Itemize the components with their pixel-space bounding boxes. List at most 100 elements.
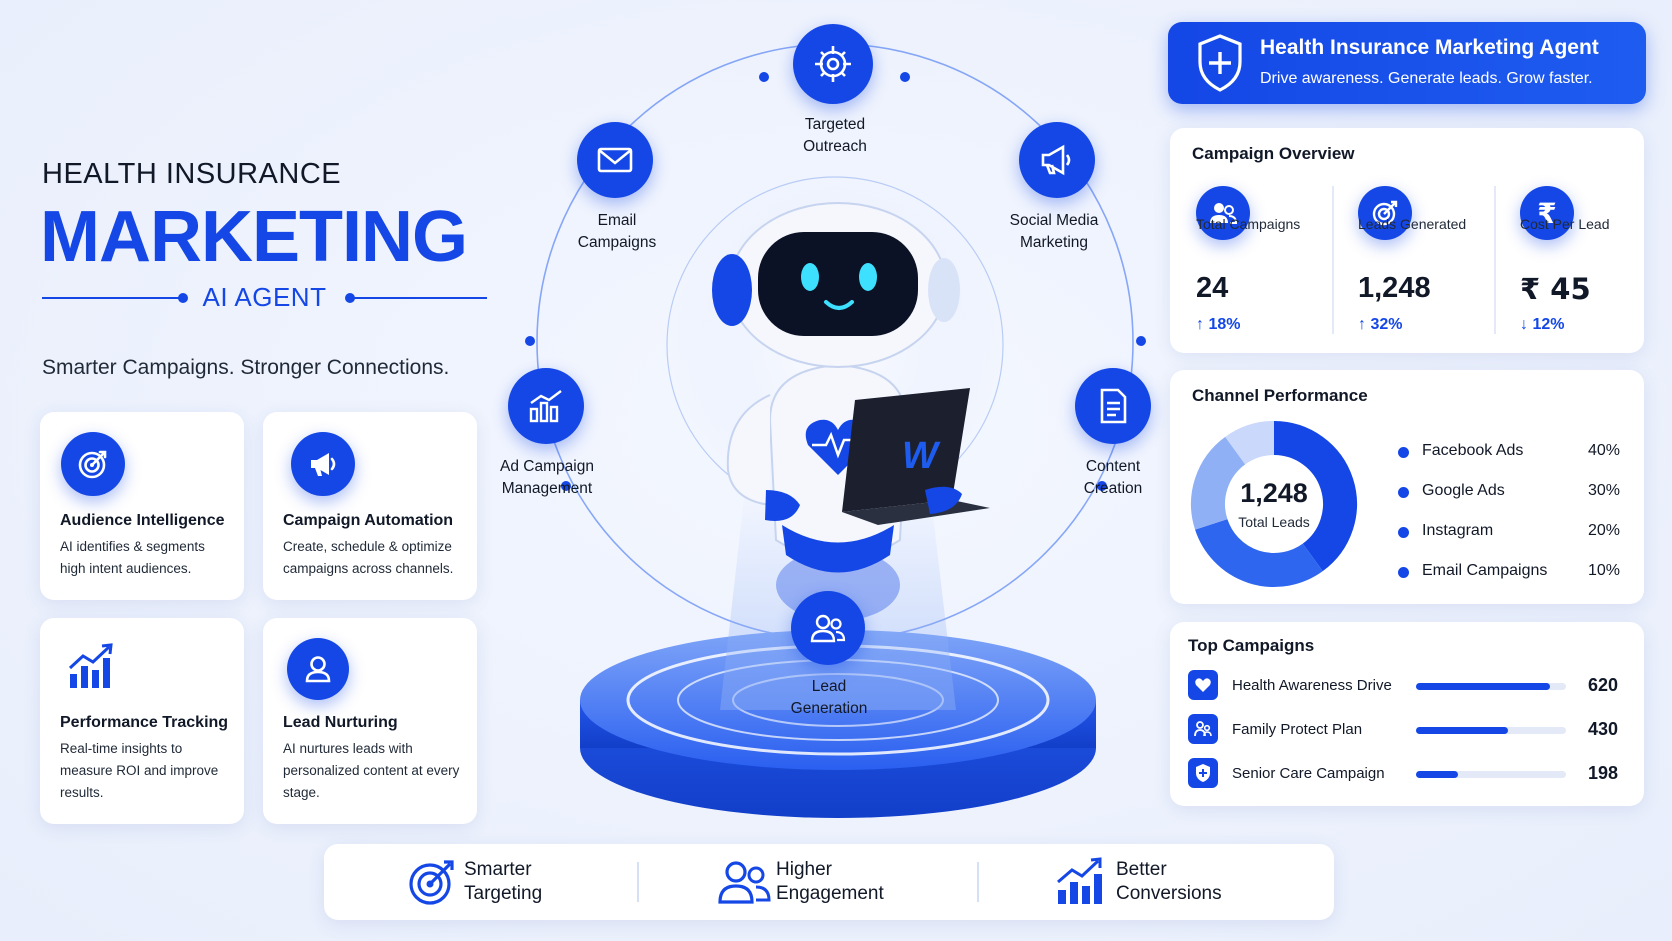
channel-donut-chart [1191,421,1357,587]
legend-dot [1398,487,1409,498]
laptop-logo: W [902,435,941,477]
divider-dot-left [178,293,188,303]
section-title: Campaign Overview [1192,144,1355,163]
orbit-label-ad-campaign: Ad Campaign Management [472,456,622,500]
donut-slice-google-ads [1195,518,1323,587]
banner-title: Health Insurance Marketing Agent [1260,36,1599,59]
benefit-text: Smarter Targeting [464,858,542,906]
legend-row-instagram: Instagram 20% [1398,520,1620,544]
donut-slice-email-campaigns [1225,421,1275,465]
benefit-text: Higher Engagement [776,858,884,906]
growth-chart-icon [1054,856,1106,913]
users-icon[interactable] [791,591,865,665]
campaign-row[interactable]: Health Awareness Drive 620 [1188,670,1618,702]
benefit-line: Conversions [1116,883,1222,904]
legend-value: 40% [1587,442,1620,459]
campaign-bar-fill [1416,683,1550,690]
orbit-label-line: Creation [1083,480,1143,497]
benefit-line: Smarter [464,859,532,880]
legend-value: 10% [1587,562,1620,579]
crosshair-icon[interactable] [793,24,873,104]
heart-icon [1188,670,1218,700]
feature-card-campaign-automation: Campaign Automation Create, schedule & o… [263,412,477,600]
feature-card-lead-nurturing: Lead Nurturing AI nurtures leads with pe… [263,618,477,824]
campaign-name: Family Protect Plan [1232,721,1363,738]
orbit-label-line: Targeted [804,116,866,133]
feature-card-performance-tracking: Performance Tracking Real-time insights … [40,618,244,824]
donut-slice-facebook-ads [1273,421,1357,572]
target-icon [1358,186,1412,240]
channel-performance-card: Channel Performance 1,248 Total Leads Fa… [1170,370,1644,604]
stat-divider [1494,186,1496,334]
top-campaigns-card: Top Campaigns Health Awareness Drive 620… [1170,622,1644,806]
headline-top: HEALTH INSURANCE [42,158,342,190]
headline-sub: AI AGENT [202,282,327,312]
benefit-divider [977,862,979,902]
orbit-label-content-creation: Content Creation [1038,456,1188,500]
megaphone-icon[interactable] [1019,122,1095,198]
legend-dot [1398,567,1409,578]
legend-value: 30% [1587,482,1620,499]
campaign-row[interactable]: Senior Care Campaign 198 [1188,758,1618,790]
legend-name: Instagram [1422,522,1494,539]
tagline: Smarter Campaigns. Stronger Connections. [42,356,450,379]
feature-desc: Create, schedule & optimize campaigns ac… [283,539,454,576]
benefit-better-conversions: Better Conversions [992,844,1322,920]
campaign-bar-track [1416,683,1566,690]
campaign-bar-track [1416,771,1566,778]
campaign-name: Senior Care Campaign [1232,765,1385,782]
benefit-line: Better [1116,859,1167,880]
orbit-label-line: Management [501,480,593,497]
divider-dot-right [345,293,355,303]
target-arrow-icon [406,856,458,913]
orbit-graphic: W [525,43,1146,818]
feature-title: Performance Tracking [60,714,229,731]
agent-banner: Health Insurance Marketing Agent Drive a… [1168,22,1646,104]
megaphone-icon [291,432,355,496]
campaign-value: 430 [1587,719,1618,739]
feature-title: Audience Intelligence [60,512,225,529]
legend-dot [1398,447,1409,458]
feature-title: Campaign Automation [283,512,454,529]
rupee-icon: ₹ [1520,186,1574,240]
orbit-label-line: Outreach [803,138,867,155]
user-icon [287,638,349,700]
feature-card-audience-intelligence: Audience Intelligence AI identifies & se… [40,412,244,600]
campaign-bar-fill [1416,771,1458,778]
legend-dot [1398,527,1409,538]
legend-name: Google Ads [1422,482,1505,499]
section-title: Channel Performance [1192,386,1368,405]
mail-icon[interactable] [577,122,653,198]
users-icon [1196,186,1250,240]
campaign-row[interactable]: Family Protect Plan 430 [1188,714,1618,746]
stat-value: 24 [1196,272,1229,304]
document-icon[interactable] [1075,368,1151,444]
legend-value: 20% [1587,522,1620,539]
orbit-label-line: Generation [790,700,868,717]
feature-desc: AI nurtures leads with personalized cont… [283,741,460,800]
donut-slice-instagram [1191,436,1246,530]
headline-main: MARKETING [40,197,468,277]
orbit-label-lead-generation: Lead Generation [754,676,904,720]
benefit-text: Better Conversions [1116,858,1222,906]
headline-sub-row: AI AGENT [42,282,487,312]
donut-center-label: Total Leads [1238,514,1310,530]
stat-change: ↓ 12% [1520,316,1565,333]
benefits-strip: Smarter Targeting Higher Engagement Bett… [324,844,1334,920]
stat-label: Total Campaigns [1196,216,1301,232]
stat-change: ↑ 18% [1196,316,1241,333]
benefit-divider [637,862,639,902]
target-icon [61,432,125,496]
stat-change: ↑ 32% [1358,316,1403,333]
benefit-line: Engagement [776,883,884,904]
benefit-line: Targeting [464,883,543,904]
benefit-smarter-targeting: Smarter Targeting [324,844,654,920]
legend-name: Facebook Ads [1422,442,1524,459]
legend-row-email: Email Campaigns 10% [1398,560,1620,584]
legend-row-google: Google Ads 30% [1398,480,1620,504]
bar-chart-icon [66,642,116,697]
campaign-value: 620 [1587,675,1618,695]
orbit-label-line: Lead [811,678,847,695]
banner-subtitle: Drive awareness. Generate leads. Grow fa… [1260,70,1593,87]
chart-icon[interactable] [508,368,584,444]
